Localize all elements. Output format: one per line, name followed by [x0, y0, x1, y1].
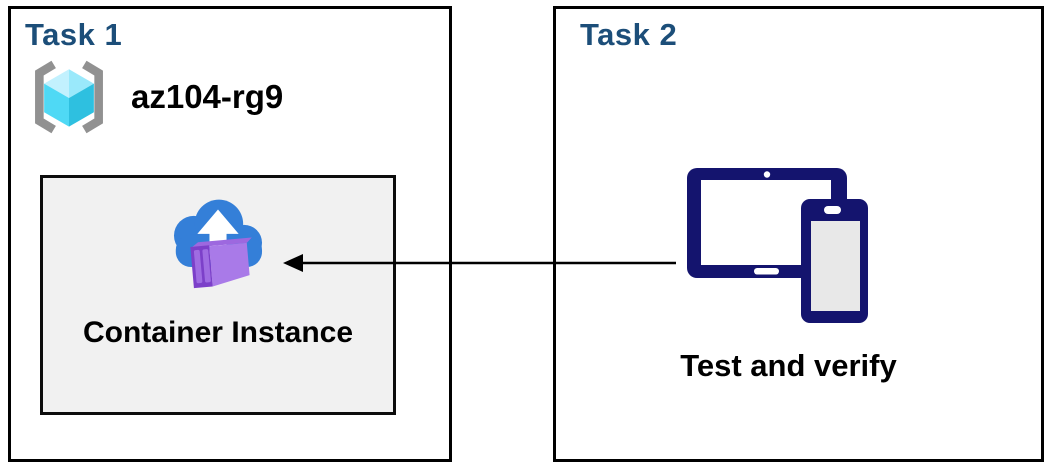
task2-title: Task 2: [580, 17, 678, 52]
resource-group-icon: [35, 60, 103, 134]
task1-title: Task 1: [25, 17, 123, 52]
container-instance-icon: [173, 199, 263, 289]
task2-box: Task 2 Test and verify: [553, 6, 1044, 462]
test-and-verify-label: Test and verify: [680, 348, 897, 383]
devices-icon: [687, 168, 868, 323]
task1-box: Task 1 az104-rg9: [8, 6, 452, 462]
container-instance-box: Container Instance: [40, 175, 396, 415]
resource-group-name: az104-rg9: [131, 78, 284, 115]
container-instance-label: Container Instance: [82, 316, 354, 349]
resource-group-row: az104-rg9: [25, 57, 283, 137]
